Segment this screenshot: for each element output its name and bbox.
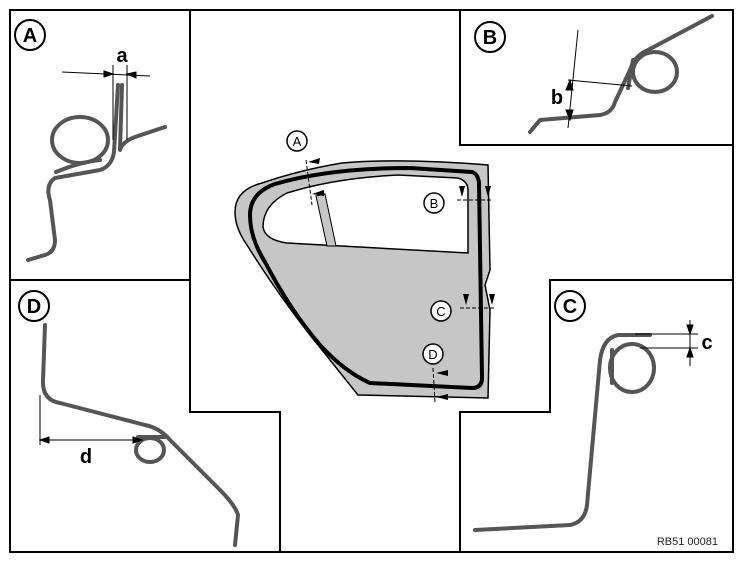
detail-c: C c RB51 00081 — [473, 290, 718, 548]
detail-b-badge — [474, 21, 506, 53]
detail-d-seal-profile — [40, 323, 240, 547]
detail-d: D d — [18, 290, 240, 547]
detail-a-dimension-label: a — [116, 45, 128, 67]
door-marker-c: C — [430, 300, 452, 322]
door-marker-d: D — [422, 343, 444, 365]
svg-text:D: D — [428, 347, 437, 362]
panel-frame — [9, 9, 734, 553]
detail-a-badge — [14, 19, 46, 51]
detail-b-dimension — [565, 29, 633, 129]
detail-b-seal-profile — [528, 14, 714, 134]
svg-text:A: A — [293, 134, 302, 149]
detail-b-dimension-label: b — [551, 87, 563, 109]
detail-c-seal-profile — [473, 333, 656, 532]
detail-a-seal-profile — [26, 83, 167, 262]
door-marker-b: B — [423, 192, 445, 214]
rear-door: A B C D — [234, 130, 496, 404]
door-window-opening — [262, 174, 469, 254]
door-marker-a: A — [286, 130, 308, 152]
detail-c-dimension — [635, 320, 698, 366]
detail-d-badge — [18, 290, 50, 322]
detail-c-badge — [554, 290, 586, 322]
reference-code: RB51 00081 — [657, 536, 718, 548]
detail-b: B b — [474, 14, 714, 134]
door-section-markers — [305, 159, 496, 404]
detail-b-badge-label: B — [483, 27, 497, 49]
detail-c-dimension-label: c — [701, 332, 712, 354]
svg-text:C: C — [436, 304, 445, 319]
detail-d-dimension-label: d — [80, 446, 92, 468]
detail-d-dimension — [38, 395, 144, 445]
door-seal-line — [247, 165, 485, 391]
detail-d-badge-label: D — [27, 296, 41, 318]
detail-a-dimension — [61, 65, 151, 140]
door-cut-arrows — [308, 158, 495, 400]
detail-a-badge-label: A — [23, 25, 37, 47]
detail-c-badge-label: C — [563, 296, 577, 318]
detail-a: A a — [14, 19, 167, 262]
svg-text:B: B — [430, 196, 439, 211]
